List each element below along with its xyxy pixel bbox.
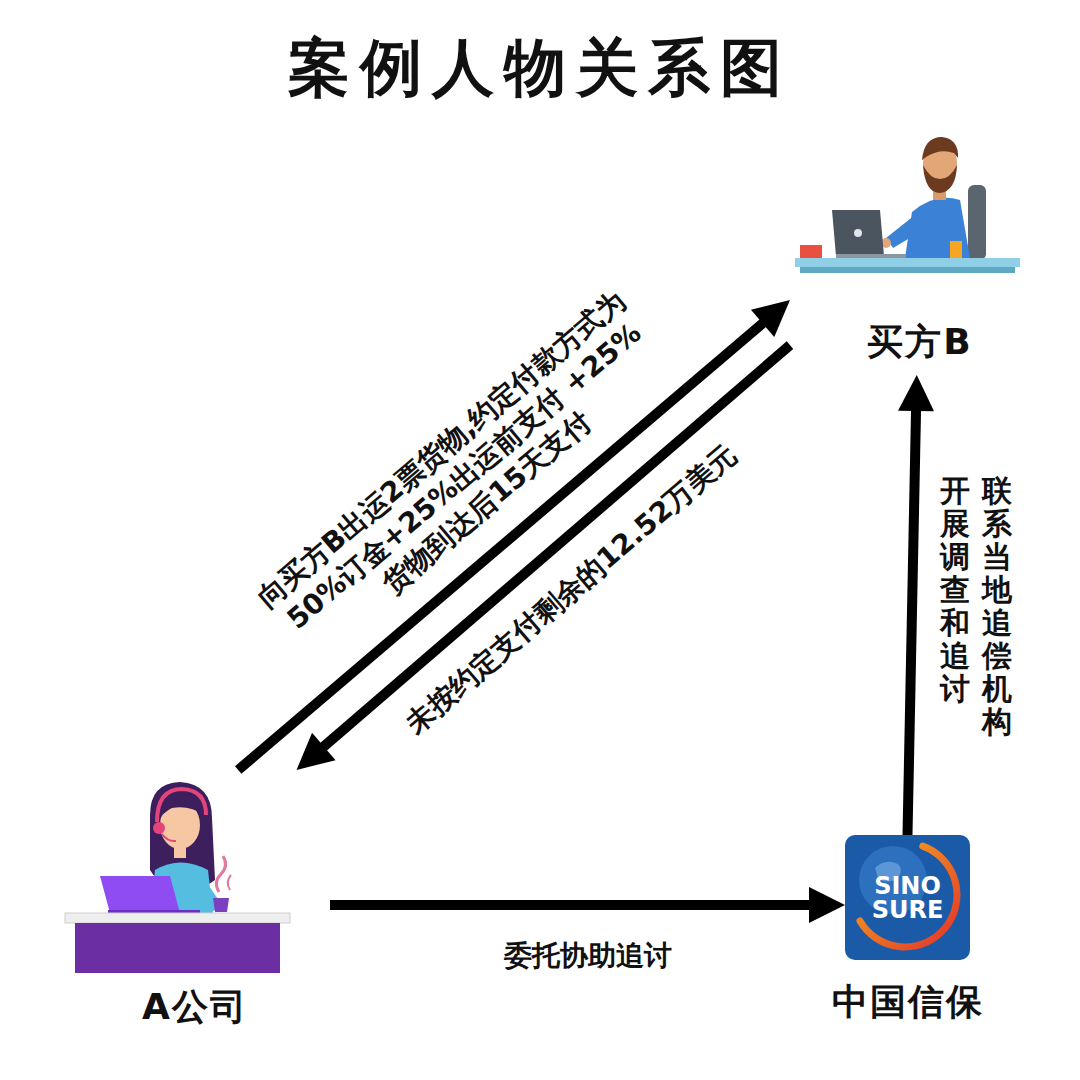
buyer-figure-part — [795, 258, 1020, 267]
edge-label: 联系当地追偿机构 开展调查和追讨 — [940, 474, 1012, 738]
seller-figure-part — [153, 822, 165, 834]
buyer-node: 买方B — [790, 130, 1050, 375]
buyer-figure-part — [836, 254, 906, 258]
node-label: SINO SURE — [866, 874, 950, 922]
sinosure-logo-part — [860, 846, 957, 947]
seller-figure — [65, 782, 290, 973]
arrow-head — [809, 887, 845, 923]
sinosure-logo — [845, 835, 970, 960]
sinosure-logo-part — [845, 835, 970, 960]
entrust-arrow — [330, 887, 845, 923]
company-node: A公司 — [60, 770, 330, 1040]
insurer-node: SINO SURE中国信保 — [845, 835, 970, 960]
edge-label: 委托协助追讨 — [504, 938, 672, 973]
buyer-figure-part — [800, 267, 1015, 273]
buyer-figure-part — [832, 210, 884, 256]
buyer-figure-part — [886, 215, 925, 248]
seller-figure-part — [75, 923, 280, 973]
seller-figure-part — [65, 913, 290, 923]
node-label: A公司 — [60, 983, 330, 1032]
seller-figure-part — [213, 898, 229, 912]
arrow-head — [297, 733, 336, 770]
buyer-figure — [795, 137, 1020, 273]
buyer-figure-part — [968, 185, 986, 260]
node-label: 买方B — [790, 318, 1050, 367]
seller-figure-part — [100, 876, 180, 913]
seller-figure-part — [162, 834, 176, 841]
buyer-figure-part — [800, 245, 822, 258]
seller-figure-part — [174, 846, 186, 858]
seller-figure-part — [157, 789, 206, 822]
seller-figure-part — [216, 856, 225, 892]
buyer-figure-part — [923, 165, 957, 193]
arrow-head — [751, 300, 790, 337]
buyer-figure-part — [922, 137, 958, 160]
seller-figure-part — [228, 875, 231, 890]
arrow-shaft — [908, 407, 917, 835]
node-caption: 中国信保 — [832, 978, 984, 1027]
buyer-figure-part — [854, 229, 862, 237]
buyer-figure-part — [950, 241, 962, 258]
recovery-arrow — [898, 375, 934, 835]
diagram-title: 案例人物关系图 — [0, 26, 1080, 110]
arrow-head — [898, 375, 934, 411]
arrow-shaft — [330, 900, 813, 910]
